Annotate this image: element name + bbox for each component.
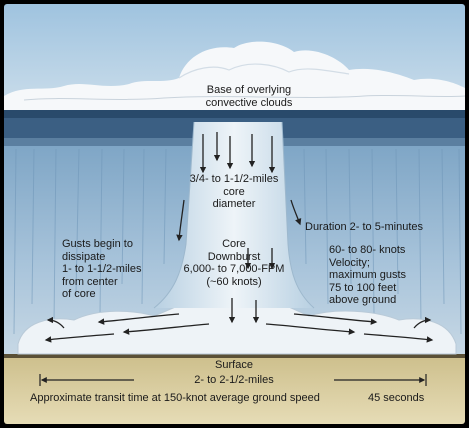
velocity-line-1: 60- to 80- knots [329,244,406,256]
diagram-art [4,4,465,424]
gusts-line-2: dissipate [62,250,106,263]
core-downburst-line-3: 6,000- to 7,000-FPM [183,263,285,275]
core-downburst-line-2: Downburst [207,250,261,263]
downdraft-arrows [199,132,276,324]
velocity-line-5: above ground [329,294,397,306]
rain-streaks [13,148,462,335]
ground [4,356,465,424]
duration-label: Duration 2- to 5-minutes [305,221,423,233]
core-diameter-label: 3/4- to 1-1/2-miles core diameter [174,173,294,211]
gusts-line-1: Gusts begin to [62,238,133,250]
transit-time-label: Approximate transit time at 150-knot ave… [30,392,320,404]
core-diameter-line-2: core [223,185,245,198]
surface-label: Surface [215,359,253,371]
gusts-line-3: 1- to 1-1/2-miles [62,263,142,275]
cloud-base-line-2: convective clouds [205,96,293,109]
microburst-diagram: Base of overlying convective clouds 3/4-… [4,4,465,424]
velocity-line-2: Velocity; [329,256,370,269]
core-downburst-line-1: Core [222,238,246,250]
gusts-dissipate-label: Gusts begin to dissipate 1- to 1-1/2-mil… [62,238,172,301]
transit-seconds-label: 45 seconds [368,392,425,404]
distance-line [39,374,427,386]
gusts-line-5: of core [62,288,96,300]
outflow-arrows [44,313,434,343]
core-downburst-label: Core Downburst 6,000- to 7,000-FPM (~60 … [169,238,299,288]
core-diameter-line-1: 3/4- to 1-1/2-miles [189,173,279,185]
velocity-line-3: maximum gusts [329,269,407,281]
core-diameter-line-3: diameter [212,198,256,210]
velocity-label: 60- to 80- knots Velocity; maximum gusts… [329,244,459,307]
side-arrows [176,199,302,242]
cloud-base-line-1: Base of overlying [206,84,292,96]
cloud-base-label: Base of overlying convective clouds [174,84,324,109]
overlying-clouds [4,41,465,117]
distance-label: 2- to 2-1/2-miles [194,374,274,386]
gusts-line-4: from center [62,275,118,288]
core-downburst-line-4: (~60 knots) [206,275,262,288]
velocity-line-4: 75 to 100 feet [329,281,397,294]
